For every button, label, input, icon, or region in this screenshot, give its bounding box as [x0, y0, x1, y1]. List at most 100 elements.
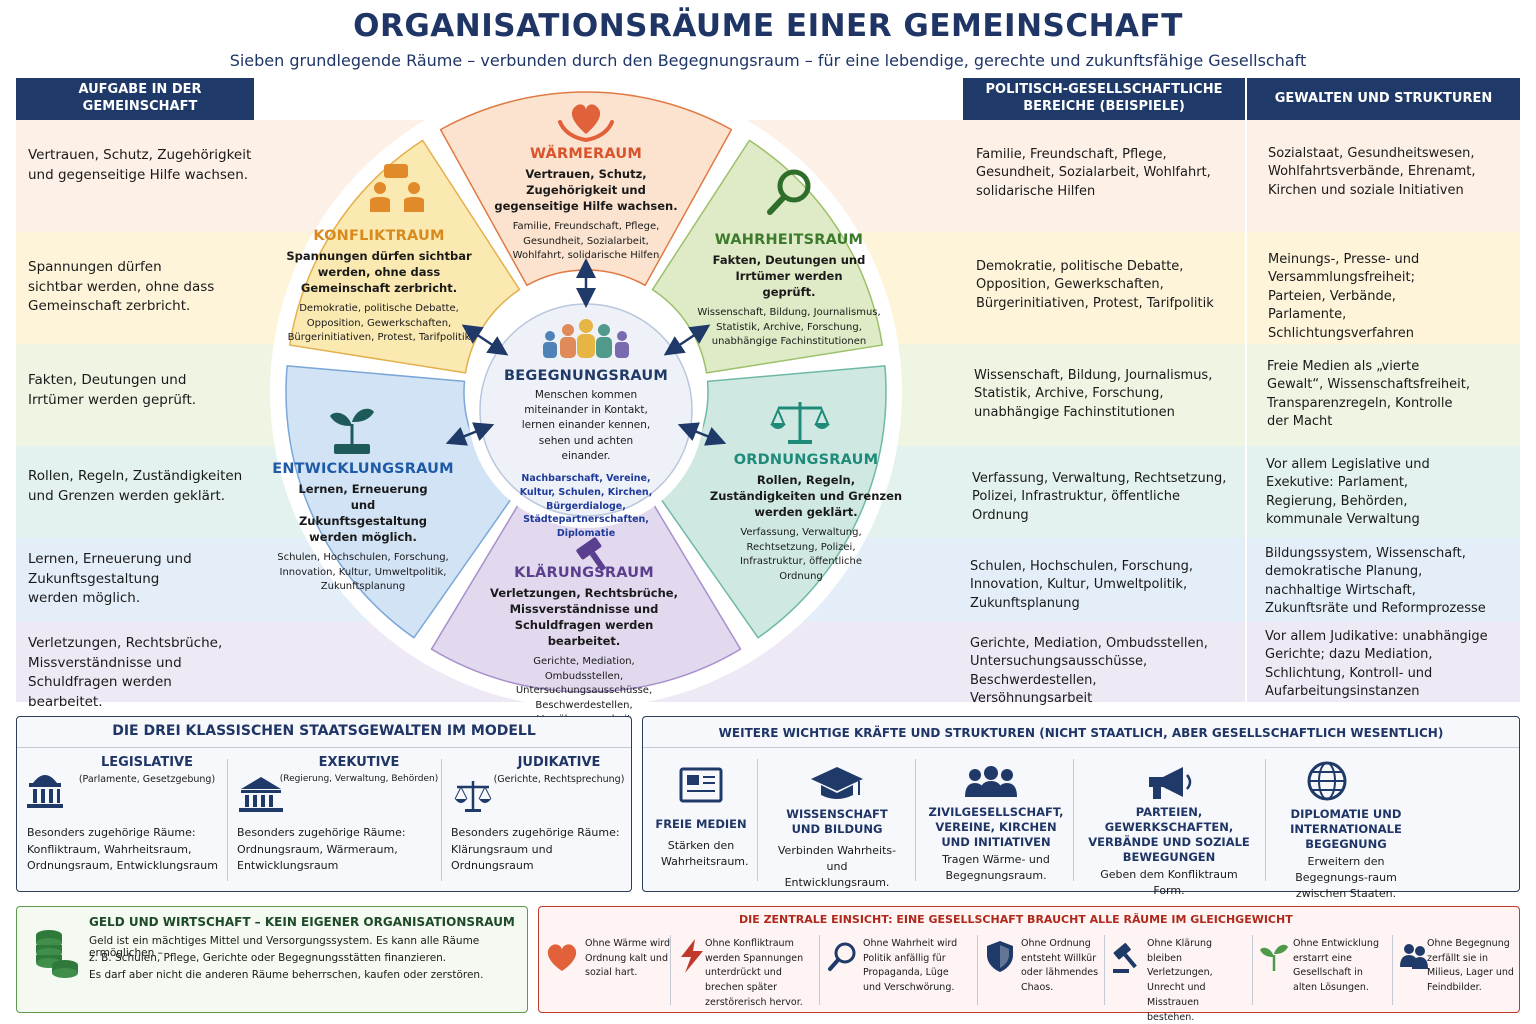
force-zivilgesellschaft-text: Tragen Wärme- und Begegnungsraum.: [942, 852, 1050, 882]
wheel-segment-waerme[interactable]: [439, 91, 733, 287]
insight-klaerung: Ohne Klärung bleiben Verletzungen, Unrec…: [1147, 938, 1213, 1023]
row-left-5: Lernen, Erneuerung und Zukunftsgestaltun…: [28, 551, 192, 607]
insight-ordnung: Ohne Ordnung entsteht Willkür oder lähme…: [1021, 938, 1099, 994]
force-zivilgesellschaft-title: ZIVILGESELLSCHAFT, VEREINE, KIRCHEN UND …: [928, 805, 1064, 849]
graduation-cap-icon: [811, 767, 863, 799]
header-bereiche: POLITISCH-GESELLSCHAFTLICHE BEREICHE (BE…: [963, 78, 1245, 120]
insight-title: DIE ZENTRALE EINSICHT: EINE GESELLSCHAFT…: [739, 913, 1293, 926]
segment-konflikt-title: KONFLIKTRAUM: [313, 228, 445, 244]
segment-begegnung-examples: Nachbarschaft, Vereine, Kultur, Schulen,…: [519, 473, 653, 540]
row-gewalten-6: Vor allem Judikative: unabhängige Gerich…: [1265, 629, 1488, 700]
shield-icon: [987, 941, 1013, 972]
segment-klaerung[interactable]: KLÄRUNGSRAUM Verletzungen, Rechtsbrüche,…: [484, 565, 684, 728]
row-bereiche-6: Gerichte, Mediation, Ombudsstellen, Unte…: [970, 636, 1208, 707]
row-gewalten-1: Sozialstaat, Gesundheitswesen, Wohlfahrt…: [1268, 146, 1476, 198]
power-legislative-sub: (Parlamente, Gesetzgebung): [78, 774, 216, 785]
insight-entwicklung: Ohne Entwicklung erstarrt eine Gesellsch…: [1293, 938, 1379, 994]
segment-klaerung-title: KLÄRUNGSRAUM: [514, 565, 654, 581]
gavel-icon: [1113, 943, 1137, 973]
header-left: AUFGABE IN DER GEMEINSCHAFT: [16, 78, 254, 120]
magnifier-icon: [828, 942, 856, 971]
row-left-2: Spannungen dürfen sichtbar werden, ohne …: [28, 259, 215, 315]
segment-konflikt[interactable]: KONFLIKTRAUM Spannungen dürfen sichtbar …: [284, 228, 474, 346]
row-bereiche-4: Verfassung, Verwaltung, Rechtsetzung, Po…: [972, 471, 1227, 523]
money-line-2: z. B. Schulen, Pflege, Gerichte oder Beg…: [89, 952, 447, 964]
row-bereiche-5: Schulen, Hochschulen, Forschung, Innovat…: [970, 559, 1193, 611]
segment-begegnung-desc: Menschen kommen miteinander in Kontakt, …: [521, 389, 651, 462]
power-judikative-title: JUDIKATIVE: [517, 755, 601, 770]
scales-icon: [454, 781, 492, 812]
organisation-wheel: [285, 91, 887, 693]
insight-begegnung: Ohne Begegnung zerfällt sie in Milieus, …: [1427, 938, 1514, 994]
heart-icon: [547, 944, 577, 971]
sprout-icon: [330, 408, 374, 454]
segment-entwicklung-title: ENTWICKLUNGSRAUM: [272, 461, 454, 477]
segment-wahrheit-examples: Wissenschaft, Bildung, Journalismus, Sta…: [697, 307, 881, 348]
segment-begegnung-title: BEGEGNUNGSRAUM: [504, 368, 668, 384]
parliament-icon: [27, 775, 63, 808]
money-line-1: Geld ist ein mächtiges Mittel und Versor…: [89, 935, 480, 959]
segment-entwicklung-desc: Lernen, Erneuerung und Zukunftsgestaltun…: [298, 482, 428, 545]
force-wissenschaft-text: Verbinden Wahrheits- und Entwicklungsrau…: [777, 843, 897, 889]
arrow-left: [445, 422, 495, 446]
force-parteien-text: Geben dem Konfliktraum Form.: [1100, 867, 1238, 897]
segment-wahrheit-desc: Fakten, Deutungen und Irrtümer werden ge…: [712, 253, 866, 300]
wheel-segment-wahrheit[interactable]: [651, 139, 884, 374]
power-judikative-sub: (Gerichte, Rechtsprechung): [493, 774, 625, 785]
power-exekutive-label: Besonders zugehörige Räume:: [237, 826, 406, 839]
force-medien-title: FREIE MEDIEN: [655, 817, 747, 831]
insight-konflikt: Ohne Konfliktraum werden Spannungen unte…: [705, 938, 804, 1008]
government-building-icon: [239, 777, 283, 812]
segment-ordnung[interactable]: ORDNUNGSRAUM Rollen, Regeln, Zuständigke…: [706, 452, 906, 584]
coins-icon: [36, 930, 78, 978]
header-gewalten: GEWALTEN UND STRUKTUREN: [1247, 78, 1520, 120]
power-exekutive-sub: (Regierung, Verwaltung, Behörden): [279, 774, 439, 784]
row-left-1: Vertrauen, Schutz, Zugehörigkeit und geg…: [28, 147, 252, 183]
segment-klaerung-desc: Verletzungen, Rechtsbrüche, Missverständ…: [490, 586, 678, 649]
force-diplomatie-text: Erweitern den Begegnungs-raum zwischen S…: [1295, 854, 1397, 900]
row-left-6: Verletzungen, Rechtsbrüche, Missverständ…: [28, 635, 223, 710]
powers-title: DIE DREI KLASSISCHEN STAATSGEWALTEN IM M…: [112, 723, 536, 739]
segment-wahrheit-title: WAHRHEITSRAUM: [714, 232, 864, 248]
segment-waerme[interactable]: WÄRMERAUM Vertrauen, Schutz, Zugehörigke…: [492, 146, 680, 264]
power-judikative-label: Besonders zugehörige Räume:: [451, 826, 620, 839]
row-bereiche-3: Wissenschaft, Bildung, Journalismus, Sta…: [974, 368, 1213, 420]
page-subtitle: Sieben grundlegende Räume – verbunden du…: [229, 51, 1307, 70]
people-icon: [965, 766, 1017, 797]
lightning-icon: [681, 939, 703, 973]
segment-waerme-desc: Vertrauen, Schutz, Zugehörigkeit und geg…: [494, 167, 678, 214]
segment-entwicklung-examples: Schulen, Hochschulen, Forschung, Innovat…: [277, 552, 449, 593]
money-line-3: Es darf aber nicht die anderen Räume beh…: [89, 969, 484, 981]
force-medien-text: Stärken den Wahrheitsraum.: [661, 838, 749, 868]
row-bereiche-2: Demokratie, politische Debatte, Oppositi…: [976, 259, 1214, 311]
segment-waerme-title: WÄRMERAUM: [529, 146, 642, 162]
forces-title: WEITERE WICHTIGE KRÄFTE UND STRUKTUREN (…: [718, 726, 1444, 740]
insight-box: DIE ZENTRALE EINSICHT: EINE GESELLSCHAFT…: [538, 906, 1520, 1023]
power-exekutive-title: EXEKUTIVE: [318, 755, 400, 770]
segment-waerme-examples: Familie, Freundschaft, Pflege, Gesundhei…: [512, 221, 660, 262]
power-legislative-text: Konfliktraum, Wahrheitsraum, Ordnungsrau…: [27, 842, 218, 873]
row-left-4: Rollen, Regeln, Zuständigkeiten und Gren…: [28, 468, 243, 504]
row-gewalten-4: Vor allem Legislative und Exekutive: Par…: [1266, 457, 1430, 528]
column-separator: [1245, 120, 1247, 702]
segment-ordnung-desc: Rollen, Regeln, Zuständigkeiten und Gren…: [709, 473, 903, 520]
force-parteien-title: PARTEIEN, GEWERKSCHAFTEN, VERBÄNDE UND S…: [1088, 805, 1250, 864]
discussion-icon: [370, 164, 424, 212]
segment-begegnung[interactable]: BEGEGNUNGSRAUM Menschen kommen miteinand…: [496, 368, 676, 541]
segment-wahrheit[interactable]: WAHRHEITSRAUM Fakten, Deutungen und Irrt…: [696, 232, 882, 350]
row-bereiche-1: Familie, Freundschaft, Pflege, Gesundhei…: [976, 147, 1211, 199]
money-box: GELD UND WIRTSCHAFT – KEIN EIGENER ORGAN…: [16, 906, 528, 1013]
powers-box: DIE DREI KLASSISCHEN STAATSGEWALTEN IM M…: [16, 716, 632, 892]
segment-ordnung-examples: Verfassung, Verwaltung, Rechtsetzung, Po…: [739, 527, 863, 582]
force-diplomatie-title: DIPLOMATIE UND INTERNATIONALE BEGEGNUNG: [1290, 807, 1402, 851]
arrow-right: [677, 422, 727, 446]
magnifier-icon: [767, 169, 811, 215]
row-gewalten-5: Bildungssystem, Wissenschaft, demokratis…: [1265, 546, 1486, 617]
row-gewalten-3: Freie Medien als „vierte Gewalt“, Wissen…: [1267, 359, 1471, 430]
globe-icon: [1307, 761, 1347, 801]
segment-entwicklung[interactable]: ENTWICKLUNGSRAUM Lernen, Erneuerung und …: [268, 461, 458, 595]
people-icon: [1400, 944, 1428, 969]
power-legislative-title: LEGISLATIVE: [100, 755, 193, 770]
segment-konflikt-desc: Spannungen dürfen sichtbar werden, ohne …: [286, 249, 472, 296]
gavel-icon: [576, 537, 607, 572]
